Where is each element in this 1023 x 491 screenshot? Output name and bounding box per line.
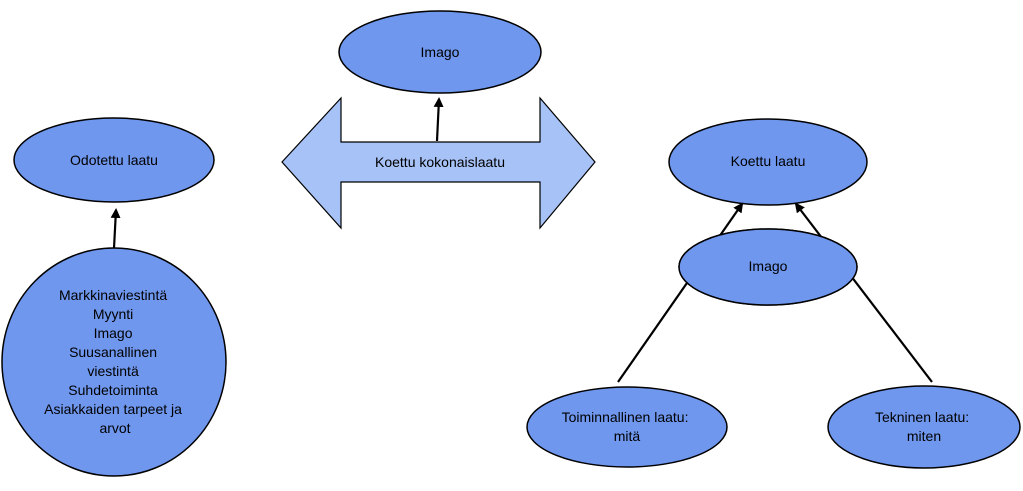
right-imago-node-overlay — [678, 228, 858, 306]
sources-node — [1, 247, 227, 477]
source-line: Markkinaviestintä — [59, 287, 167, 303]
source-line: Asiakkaiden tarpeet ja — [44, 401, 182, 417]
toiminnallinen-laatu-text: Toiminnallinen laatu: mitä — [562, 409, 693, 444]
odotettu-laatu-node — [13, 117, 215, 203]
source-line: Myynti — [93, 306, 133, 322]
source-line: Suhdetoiminta — [68, 382, 158, 398]
edge-tekninen-to-koettu — [794, 202, 933, 383]
toiminnallinen-line: Toiminnallinen laatu: — [562, 409, 689, 425]
source-line: viestintä — [87, 363, 139, 379]
tekninen-line: miten — [907, 428, 941, 444]
sources-text: Markkinaviestintä Myynti Imago Suusanall… — [44, 287, 186, 436]
koettu-laatu-node — [668, 118, 868, 206]
source-line: arvot — [99, 420, 130, 436]
toiminnallinen-line: mitä — [614, 428, 641, 444]
edge-center-to-top-imago — [433, 97, 444, 142]
odotettu-laatu-label: Odotettu laatu — [70, 152, 158, 168]
edge-toiminnallinen-to-koettu — [617, 202, 744, 383]
toiminnallinen-laatu-node — [526, 386, 728, 468]
double-headed-block-arrow — [281, 96, 596, 230]
source-line: Suusanallinen — [69, 344, 157, 360]
source-line: Imago — [94, 325, 133, 341]
center-arrow-label: Koettu kokonaislaatu — [375, 154, 505, 170]
koettu-laatu-label: Koettu laatu — [731, 153, 806, 169]
tekninen-laatu-node — [827, 385, 1021, 469]
tekninen-laatu-text: Tekninen laatu: miten — [875, 409, 973, 444]
top-imago-node — [338, 10, 542, 94]
tekninen-line: Tekninen laatu: — [875, 409, 969, 425]
top-imago-label: Imago — [421, 44, 460, 60]
edge-sources-to-odotettu — [110, 208, 121, 249]
right-imago-label-overlay: Imago — [749, 258, 788, 274]
